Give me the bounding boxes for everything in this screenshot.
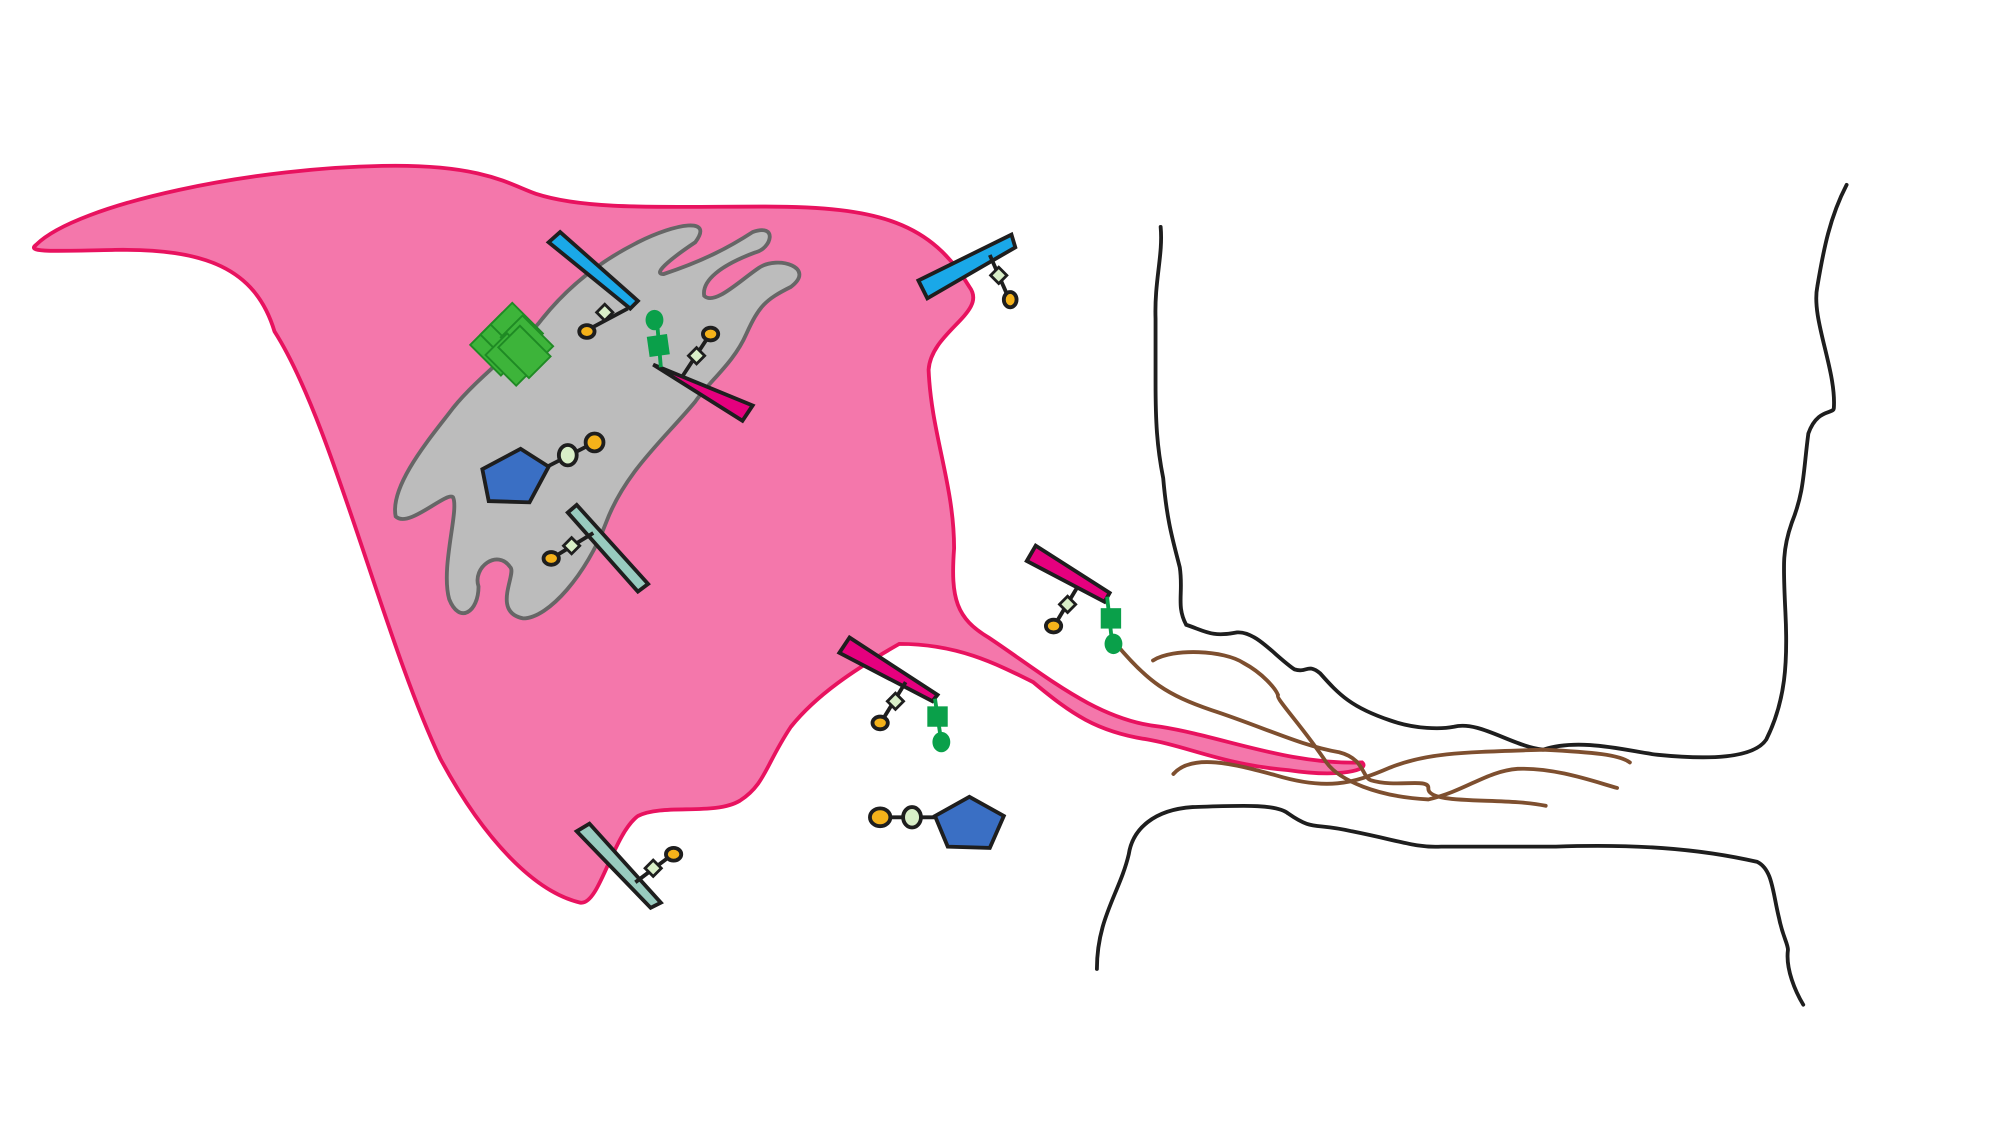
protein-cluster-icon [468,301,555,388]
cell-body [32,163,1366,905]
receptor-magenta-2 [1024,543,1123,655]
tissue-outline-lower [1094,803,1806,1007]
nucleus [393,223,802,621]
receptor-magenta-nucleus [645,309,756,424]
tissue-outline-upper [1153,182,1849,760]
receptor-teal-2 [573,821,684,911]
receptor-teal-1 [541,502,651,595]
receptor-magenta-3 [836,634,951,753]
pentagon-molecule-outer [868,794,1007,850]
pentagon-molecule-inner [480,431,606,505]
fibers [1114,641,1632,808]
receptor-blue-1 [545,229,641,340]
receptor-blue-2 [915,231,1019,310]
